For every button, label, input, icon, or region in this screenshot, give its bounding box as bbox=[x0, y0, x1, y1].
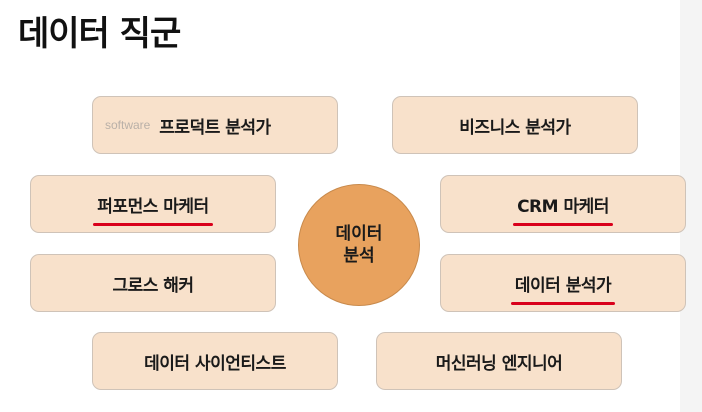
role-box-product-analyst: software 프로덕트 분석가 bbox=[92, 96, 338, 154]
role-label-performance-marketer: 퍼포먼스 마케터 bbox=[93, 192, 214, 226]
role-label-data-analyst: 데이터 분석가 bbox=[510, 271, 616, 305]
role-box-business-analyst: 비즈니스 분석가 bbox=[392, 96, 638, 154]
role-label-product-analyst: 프로덕트 분석가 bbox=[159, 117, 271, 138]
role-label-growth-hacker: 그로스 해커 bbox=[112, 275, 194, 296]
role-label-crm-marketer: CRM 마케터 bbox=[513, 192, 613, 226]
center-label: 데이터 분석 bbox=[335, 224, 383, 266]
page-title: 데이터 직군 bbox=[18, 14, 181, 54]
role-box-growth-hacker: 그로스 해커 bbox=[30, 254, 276, 312]
role-label-data-scientist: 데이터 사이언티스트 bbox=[144, 353, 286, 374]
role-box-data-scientist: 데이터 사이언티스트 bbox=[92, 332, 338, 390]
role-box-performance-marketer: 퍼포먼스 마케터 bbox=[30, 175, 276, 233]
watermark-text: software bbox=[105, 118, 151, 132]
role-box-ml-engineer: 머신러닝 엔지니어 bbox=[376, 332, 622, 390]
center-circle: 데이터 분석 bbox=[298, 184, 420, 306]
role-label-ml-engineer: 머신러닝 엔지니어 bbox=[435, 353, 563, 374]
role-box-crm-marketer: CRM 마케터 bbox=[440, 175, 686, 233]
role-label-business-analyst: 비즈니스 분석가 bbox=[459, 117, 571, 138]
role-box-data-analyst: 데이터 분석가 bbox=[440, 254, 686, 312]
right-edge-strip bbox=[680, 0, 702, 412]
